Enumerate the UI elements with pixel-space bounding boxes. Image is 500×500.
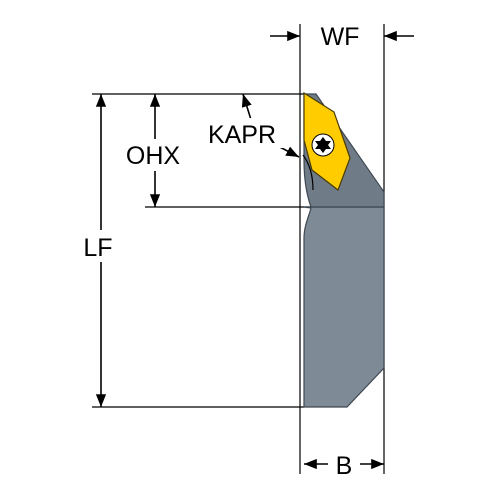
- b-label: B: [336, 452, 353, 480]
- kapr-angle-marker: [302, 154, 314, 191]
- ohx-label-background: [116, 139, 190, 171]
- wf-label: WF: [321, 23, 360, 51]
- lf-label-background: [76, 230, 120, 262]
- kapr-label: KAPR: [208, 121, 276, 149]
- ohx-label: OHX: [126, 142, 181, 170]
- b-label-background: [329, 450, 359, 480]
- kapr-label-background: [199, 118, 286, 148]
- lf-label: LF: [83, 234, 112, 262]
- tool-holder-shank: [303, 206, 385, 408]
- wf-label-background: [316, 20, 364, 50]
- torx-screw-icon: [311, 133, 335, 157]
